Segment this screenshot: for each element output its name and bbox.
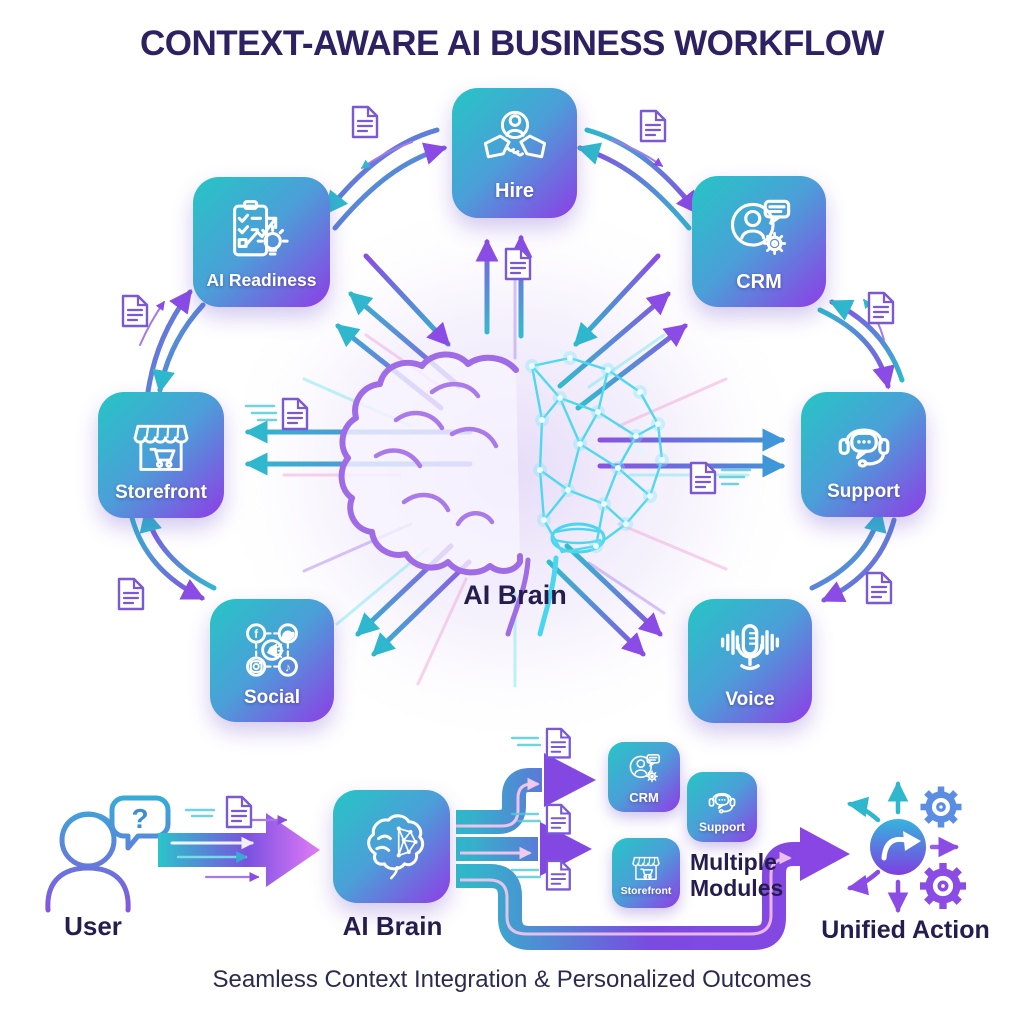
node-hire: Hire	[452, 88, 577, 218]
mini-node-storefront: Storefront	[612, 838, 680, 908]
node-social: Social	[210, 599, 334, 722]
node-hire-label: Hire	[495, 180, 534, 202]
user-icon	[45, 795, 171, 913]
shop-cart-icon	[628, 849, 664, 885]
flow-ai-brain-node	[333, 790, 450, 903]
mini-node-crm: CRM	[608, 742, 680, 812]
node-social-label: Social	[244, 687, 300, 708]
multiple-modules-label: Multiple Modules	[690, 849, 784, 901]
question-bubble-icon	[109, 795, 171, 851]
mini-crm-label: CRM	[629, 790, 659, 805]
headset-chat-icon	[828, 408, 900, 480]
unified-action-hub	[846, 780, 966, 914]
mini-storefront-label: Storefront	[620, 885, 672, 898]
ai-brain-illustration	[338, 351, 669, 637]
question-glyph: ?	[131, 803, 148, 834]
node-storefront: Storefront	[98, 392, 224, 518]
ai-brain-center-label: AI Brain	[463, 580, 567, 610]
node-crm: CRM	[692, 176, 826, 307]
microphone-waveform-icon	[713, 614, 787, 688]
bottom-caption: Seamless Context Integration & Personali…	[212, 966, 812, 993]
mini-support-label: Support	[699, 819, 745, 834]
node-storefront-label: Storefront	[115, 481, 207, 503]
node-support: Support	[801, 392, 926, 517]
user-label: User	[64, 911, 122, 941]
bottom-flow: ?	[45, 727, 966, 950]
node-voice: Voice	[688, 599, 812, 723]
document-icons	[117, 105, 895, 611]
node-crm-label: CRM	[736, 270, 782, 293]
node-voice-label: Voice	[725, 688, 775, 710]
customer-chat-gear-icon	[624, 750, 664, 790]
mini-node-support: Support	[687, 772, 757, 842]
gear-icon	[921, 787, 962, 828]
gear-icon	[920, 863, 966, 909]
flow-ai-brain-label: AI Brain	[342, 911, 443, 941]
node-ai-readiness-label: AI Readiness	[206, 270, 317, 291]
user-to-brain-arrow	[158, 813, 320, 887]
branch-to-crm	[456, 768, 542, 834]
node-support-label: Support	[827, 481, 900, 502]
customer-chat-gear-icon	[720, 192, 798, 270]
headset-chat-icon	[703, 782, 741, 820]
ring-arcs	[129, 127, 905, 603]
page-title: CONTEXT-AWARE AI BUSINESS WORKFLOW	[140, 24, 884, 63]
node-ai-readiness: AI Readiness	[193, 177, 330, 307]
handshake-icon	[478, 105, 552, 179]
unified-action-label: Unified Action	[821, 916, 990, 944]
brain-network-icon	[350, 805, 434, 889]
social-networks-icon	[236, 614, 308, 686]
network-nodes	[525, 351, 669, 553]
shop-cart-icon	[125, 409, 197, 481]
checklist-growth-bulb-icon	[224, 194, 300, 270]
